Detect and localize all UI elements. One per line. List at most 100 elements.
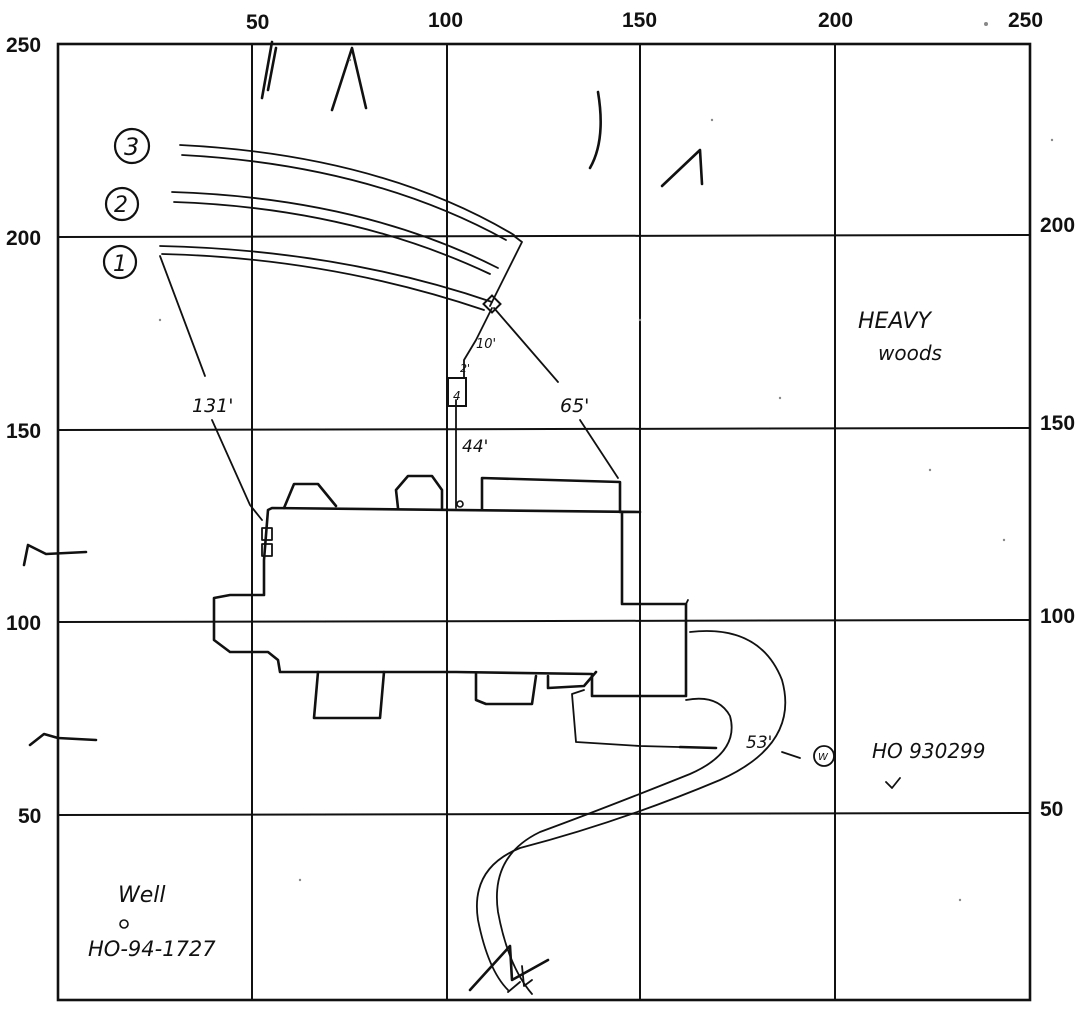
line-3-marker: 3 [124, 133, 139, 161]
house-footprint [212, 474, 689, 720]
driveway-end-left [507, 981, 521, 993]
leader-131 [159, 255, 206, 377]
grid-line-h-150 [57, 427, 1031, 431]
left-label-100: 100 [6, 612, 41, 635]
bay-left [282, 482, 338, 510]
scan-speck [348, 58, 352, 62]
right-label-200: 200 [1040, 214, 1075, 237]
top-label-250: 250 [1008, 9, 1043, 32]
line-2-upper [171, 191, 499, 269]
top-label-200: 200 [818, 9, 853, 32]
well-location-icon [119, 919, 129, 929]
permit-check-icon [885, 777, 901, 789]
measurement-leaders [159, 255, 619, 521]
line-2-lower [173, 201, 491, 275]
cleanout-icon [456, 500, 464, 508]
grid-line-h-50 [57, 812, 1031, 816]
left-label-150: 150 [6, 420, 41, 443]
line-2-marker: 2 [114, 193, 128, 218]
service-line-end [678, 745, 718, 750]
scan-speck [638, 318, 642, 322]
left-label-200: 200 [6, 227, 41, 250]
sewer-line: 4 [447, 307, 493, 509]
leader-131-lower [211, 419, 263, 521]
heavy-woods-line-1: HEAVY [858, 309, 932, 334]
well-marker: W [818, 752, 829, 763]
house-inner-line [685, 599, 689, 605]
line-1-marker-circle [102, 244, 138, 280]
dist-2-label: 2' [460, 362, 470, 375]
tank-arrow-icon [521, 965, 533, 987]
grid-frame [56, 42, 1032, 1002]
garage-middle [474, 672, 538, 706]
right-label-100: 100 [1040, 605, 1075, 628]
right-label-150: 150 [1040, 412, 1075, 435]
well-line: W [571, 689, 901, 789]
line-2-marker-circle [104, 186, 140, 222]
grid-line-h-100 [57, 619, 1031, 623]
well-symbol-icon [813, 745, 835, 767]
top-label-50: 50 [246, 11, 269, 34]
well-number: HO-94-1727 [88, 937, 216, 961]
leader-65-lower [579, 419, 619, 479]
grid-line-h-200 [57, 234, 1031, 238]
scan-speck [710, 118, 714, 122]
heavy-woods-line-2: woods [878, 341, 942, 365]
line-3-lower [181, 154, 507, 241]
lateral-lines: 3 2 1 [102, 127, 523, 314]
scan-speck [1050, 138, 1054, 142]
right-label-50: 50 [1040, 798, 1063, 821]
distribution-box [482, 294, 502, 314]
dist-53-label: 53' [746, 733, 772, 753]
tree-mark-icon [588, 90, 602, 170]
garage-left [312, 670, 386, 720]
notes: HEAVY woods HO 930299 Well HO-94-1727 [88, 309, 986, 961]
driveway-right-edge [496, 697, 733, 995]
well-label: Well [118, 883, 166, 908]
measurement-labels: 131' 65' 44' 10' 2' 53' [192, 337, 772, 753]
tree-mark-icon [468, 944, 550, 992]
grid [56, 42, 1032, 1002]
dist-10-label: 10' [476, 337, 496, 352]
scan-speck [778, 396, 782, 400]
driveway-left-edge [476, 630, 787, 991]
house-main-outline [212, 506, 688, 698]
tree-mark-icon [660, 148, 704, 188]
driveway [468, 630, 787, 995]
tree-mark-icon [28, 732, 98, 747]
scan-speck [1002, 538, 1006, 542]
tank-to-header [463, 307, 493, 379]
scan-speck [958, 898, 962, 902]
tank-marker: 4 [453, 389, 461, 403]
leader-53 [781, 751, 801, 759]
dist-65-label: 65' [560, 395, 589, 417]
line-1-marker: 1 [113, 252, 127, 277]
scan-speck [298, 878, 302, 882]
septic-tank [447, 377, 467, 407]
tree-mark-icon [260, 40, 278, 100]
line-1-upper [159, 245, 493, 303]
left-label-50: 50 [18, 805, 41, 828]
line-1-lower [161, 253, 485, 311]
top-label-100: 100 [428, 9, 463, 32]
permit-number: HO 930299 [872, 739, 986, 763]
scan-specks [158, 22, 1054, 902]
top-label-150: 150 [622, 9, 657, 32]
bay-middle [394, 474, 444, 510]
service-line [571, 689, 717, 749]
line-3-upper [179, 144, 515, 236]
scan-speck [984, 22, 988, 26]
scan-speck [158, 318, 162, 322]
tree-marks [22, 40, 704, 747]
left-label-250: 250 [6, 34, 41, 57]
tree-mark-icon [22, 543, 88, 567]
small-box-1 [261, 527, 273, 557]
axis-labels: 50 100 150 200 250 250 200 150 100 50 20… [6, 9, 1075, 828]
tree-mark-icon [330, 46, 368, 112]
dist-44-label: 44' [462, 437, 488, 457]
leader-65 [493, 307, 559, 383]
deck [546, 670, 598, 690]
distribution-header [489, 235, 523, 307]
scan-speck [928, 468, 932, 472]
